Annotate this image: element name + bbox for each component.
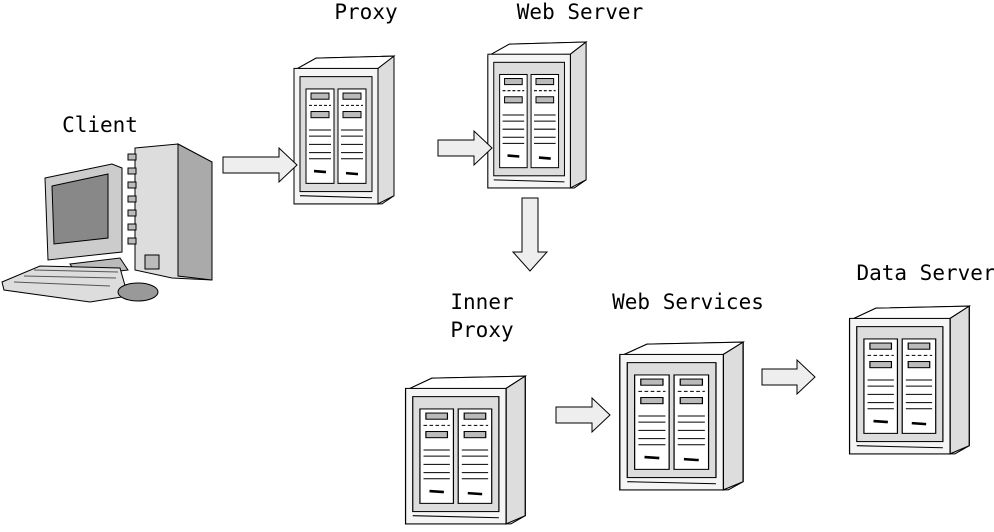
arrow-inner-proxy-to-web-services <box>555 396 611 434</box>
arrow-web-services-to-data-server <box>761 358 816 396</box>
arrow-client-to-proxy <box>222 146 298 184</box>
web-server-icon <box>487 41 588 189</box>
arrow-proxy-to-web-server <box>437 129 493 167</box>
client-computer-icon <box>1 143 213 303</box>
proxy-server-icon <box>293 55 396 205</box>
inner-proxy-label-line1: Inner <box>450 290 514 314</box>
data-server-label: Data Server <box>856 261 994 285</box>
web-services-server-icon <box>619 341 745 491</box>
inner-proxy-server-icon <box>404 375 528 525</box>
client-label: Client <box>62 113 138 137</box>
proxy-label: Proxy <box>334 0 398 24</box>
arrow-web-server-to-inner-proxy <box>511 197 549 272</box>
data-server-icon <box>848 305 972 455</box>
web-server-label: Web Server <box>516 0 644 24</box>
inner-proxy-label-line2: Proxy <box>450 318 514 342</box>
web-services-label: Web Services <box>612 290 764 314</box>
